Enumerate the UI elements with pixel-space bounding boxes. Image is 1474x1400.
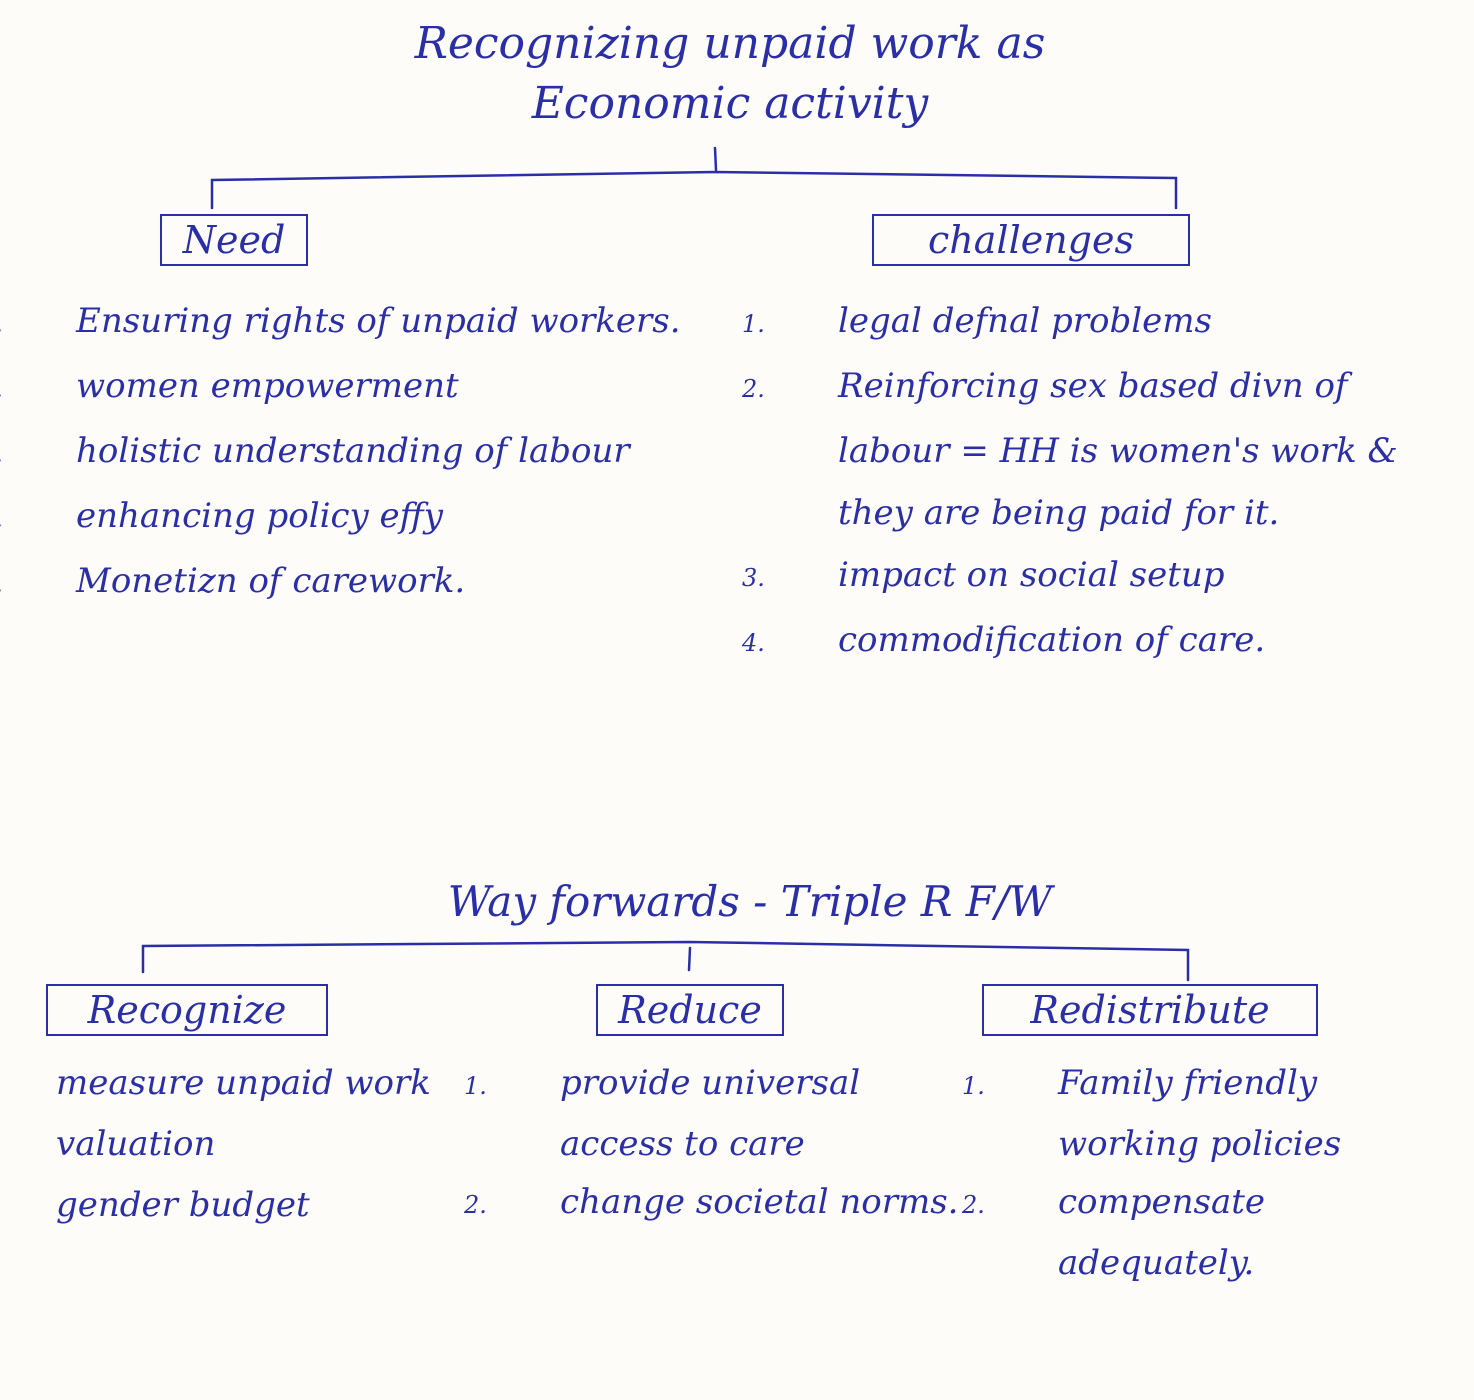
redistribute-box: Redistribute	[982, 984, 1318, 1036]
main-title-line2: Economic activity	[531, 78, 929, 129]
bottom-branch	[141, 940, 1190, 982]
reduce-item: 2.change societal norms.	[464, 1182, 959, 1222]
reduce-item: 1.provide universal access to care	[464, 1063, 861, 1164]
need-item: 3.holistic understanding of labour	[0, 431, 630, 471]
top-stem	[713, 146, 718, 172]
challenges-list: 1.legal defnal problems 2.Reinforcing se…	[742, 290, 1450, 674]
need-item: 2.women empowerment	[0, 366, 459, 406]
need-list: 1.Ensuring rights of unpaid workers. 2.w…	[0, 290, 718, 615]
need-box: Need	[160, 214, 308, 266]
way-forward-title: Way forwards - Triple R F/W	[447, 877, 1053, 926]
recognize-list: 1.measure unpaid work 2.valuation 3gende…	[8, 1054, 448, 1237]
need-item: 1.Ensuring rights of unpaid workers.	[0, 301, 681, 341]
main-title: Recognizing unpaid work as Economic acti…	[330, 14, 1130, 134]
challenge-item: 4.commodification of care.	[742, 620, 1266, 660]
recognize-item: 1.measure unpaid work	[56, 1063, 431, 1103]
challenge-item: 2.Reinforcing sex based divn of labour =…	[742, 366, 1398, 533]
bottom-stem	[687, 946, 692, 972]
reduce-list: 1.provide universal access to care 2.cha…	[464, 1054, 962, 1234]
recognize-box: Recognize	[46, 984, 328, 1036]
recognize-item: 2.valuation	[56, 1124, 216, 1164]
redistribute-item: 1.Family friendly working policies	[962, 1063, 1342, 1164]
challenge-item: 3.impact on social setup	[742, 555, 1225, 595]
redistribute-item: 2.compensate adequately.	[962, 1182, 1266, 1283]
main-title-line1: Recognizing unpaid work as	[414, 18, 1046, 69]
recognize-item: 3gender budget	[56, 1185, 310, 1225]
challenge-item: 1.legal defnal problems	[742, 301, 1212, 341]
redistribute-list: 1.Family friendly working policies 2.com…	[962, 1054, 1464, 1292]
need-item: 4.enhancing policy effy	[0, 496, 443, 536]
reduce-box: Reduce	[596, 984, 784, 1036]
challenges-box: challenges	[872, 214, 1190, 266]
top-branch	[210, 170, 1178, 210]
need-item: 5.Monetizn of carework.	[0, 561, 466, 601]
